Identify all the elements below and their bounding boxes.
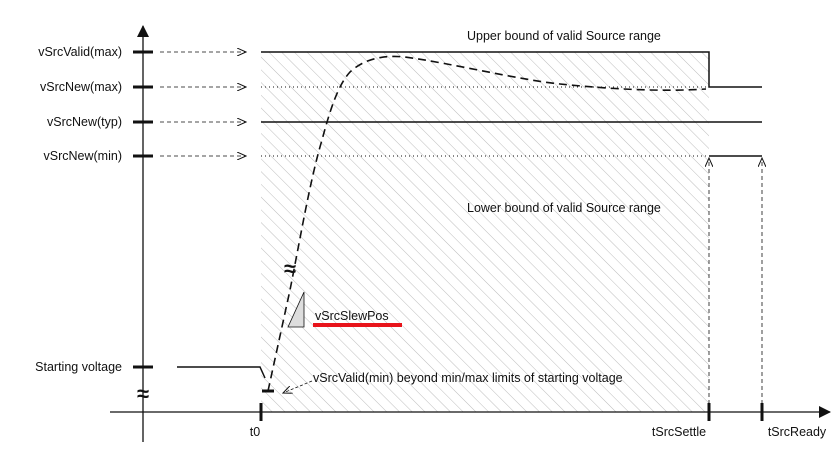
upper-bound-annotation: Upper bound of valid Source range [467,29,661,43]
y-label-vsrc-new-typ: vSrcNew(typ) [47,115,122,129]
upper-bound-line [261,51,762,88]
y-label-vsrc-new-min: vSrcNew(min) [44,149,122,163]
slew-rate-label: vSrcSlewPos [315,309,389,323]
vsrc-valid-min-annotation: vSrcValid(min) beyond min/max limits of … [313,371,623,385]
valid-source-range-region [261,52,709,412]
y-label-vsrc-new-max: vSrcNew(max) [40,80,122,94]
voltage-transition-curve [267,55,707,392]
x-label-tsrc-settle: tSrcSettle [652,425,706,439]
slew-rate-triangle [287,291,305,328]
y-label-vsrc-valid-max: vSrcValid(max) [38,45,122,59]
starting-voltage-line [177,366,266,379]
y-label-starting-voltage: Starting voltage [35,360,122,374]
vsrc-valid-min-pointer [283,380,313,393]
approx-break-on-curve: ≈ [284,256,296,281]
approx-break-on-y-axis: ≈ [137,381,149,406]
lower-bound-annotation: Lower bound of valid Source range [467,201,661,215]
x-label-tsrc-ready: tSrcReady [768,425,827,439]
x-label-t0: t0 [250,425,260,439]
